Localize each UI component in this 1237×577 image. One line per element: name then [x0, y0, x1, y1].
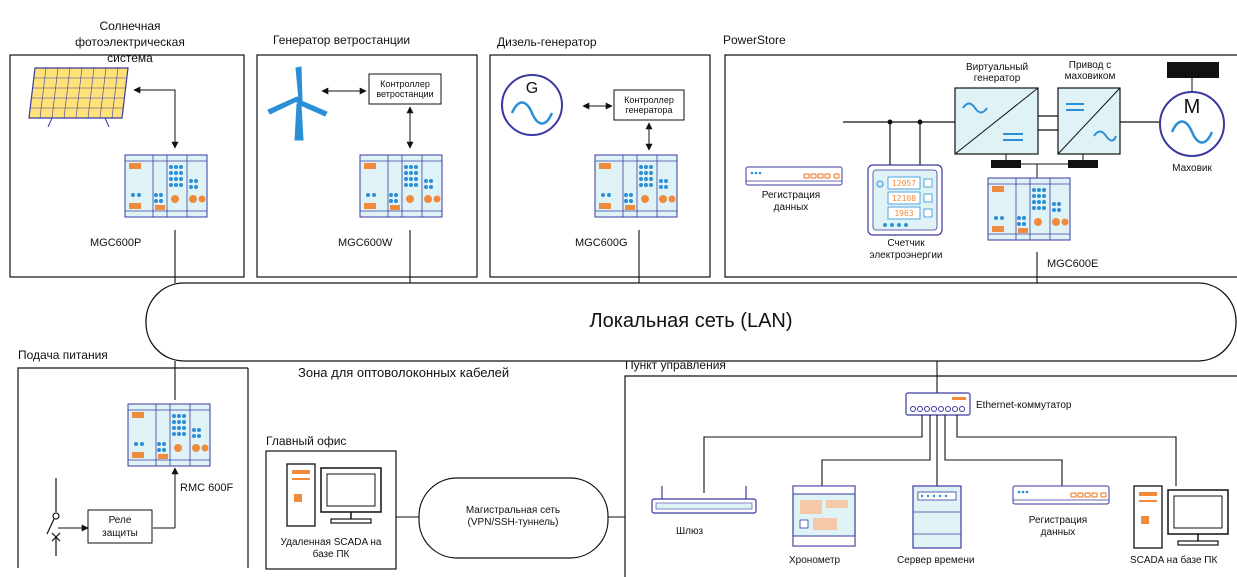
scada-label: SCADA на базе ПК — [1130, 555, 1218, 566]
wind-section-title: Генератор ветростанции — [273, 33, 411, 47]
control-point-section-title: Пункт управления — [625, 358, 726, 372]
mgc600p-controller-icon — [124, 154, 208, 218]
power-supply-section-title: Подача питания — [18, 348, 108, 362]
motor-symbol: M — [1183, 96, 1201, 118]
chronometer-icon — [792, 485, 856, 547]
relay-label: Реле защиты — [102, 515, 138, 539]
breaker-icon — [46, 478, 61, 556]
switch-links — [703, 415, 1177, 493]
diesel-frame — [489, 54, 711, 278]
mgc600g-controller-icon — [594, 154, 678, 218]
lan-label: Локальная сеть (LAN) — [589, 310, 793, 332]
gateway-label: Шлюз — [676, 526, 704, 537]
solar-frame — [9, 54, 245, 278]
backbone-network-cloud — [418, 477, 609, 559]
gen-controller-box — [613, 89, 685, 121]
remote-scada-label: Удаленная SCADA на базе ПК — [280, 537, 382, 560]
powerstore-section-title: PowerStore — [723, 33, 786, 47]
virtual-generator-icon — [954, 87, 1039, 155]
gateway-icon — [651, 486, 757, 514]
meter-value-1: 12057 — [892, 179, 916, 188]
rmc600f-label: RMC 600F — [180, 482, 234, 494]
rmc600f-controller-icon — [127, 403, 211, 467]
flywheel-sensor — [1167, 62, 1219, 78]
wind-controller-label: Контроллер ветростанции — [376, 79, 434, 99]
mgc600p-label: MGC600P — [90, 237, 142, 249]
main-office-frame — [265, 450, 397, 570]
wind-controller-box — [368, 73, 442, 105]
control-logging-label: Регистрация данных — [1028, 515, 1088, 538]
flywheel-drive-label: Привод с маховиком — [1064, 60, 1116, 82]
control-data-logger-icon — [1012, 485, 1110, 505]
diesel-section-title: Дизель-генератор — [497, 35, 597, 49]
powerstore-frame — [724, 54, 1237, 278]
backbone-label: Магистральная сеть (VPN/SSH-туннель) — [465, 505, 561, 528]
mgc600w-controller-icon — [359, 154, 443, 218]
switch-label: Ethernet-коммутатор — [976, 400, 1072, 411]
lan-cloud — [145, 282, 1237, 362]
generator-symbol: G — [525, 80, 539, 97]
fiber-zone-title: Зона для оптоволоконных кабелей — [298, 365, 510, 380]
virtual-gen-sensor — [991, 160, 1021, 168]
chronometer-label: Хронометр — [789, 555, 841, 566]
remote-scada-pc-icon — [286, 463, 382, 527]
mgc600g-label: MGC600G — [575, 237, 628, 249]
diesel-generator-icon — [501, 74, 563, 136]
flywheel-drive-icon — [1057, 87, 1121, 155]
time-server-label: Сервер времени — [897, 555, 975, 566]
wind-turbine-icon — [267, 66, 328, 141]
drive-sensor — [1068, 160, 1098, 168]
gen-controller-label: Контроллер генератора — [624, 95, 674, 115]
powerstore-data-logger-icon — [745, 166, 843, 186]
main-office-section-title: Главный офис — [266, 434, 347, 448]
wind-frame — [256, 54, 478, 278]
solar-section-title: Солнечная фотоэлектрическая система — [75, 19, 185, 65]
meter-value-2: 12108 — [892, 194, 916, 203]
energy-meter-label: Счетчик электроэнергии — [869, 238, 943, 261]
mgc600w-label: MGC600W — [338, 237, 393, 249]
meter-value-3: 1963 — [894, 209, 913, 218]
powerstore-logging-label: Регистрация данных — [761, 190, 821, 213]
protection-relay-box — [87, 509, 153, 544]
control-point-frame — [624, 375, 1237, 577]
solar-panel-icon — [28, 67, 129, 128]
time-server-icon — [912, 485, 962, 549]
scada-pc-icon — [1133, 485, 1229, 549]
energy-meter-icon — [867, 164, 943, 236]
mgc600e-label: MGC600E — [1047, 258, 1099, 270]
ethernet-switch-icon — [905, 392, 971, 416]
mgc600e-controller-icon — [987, 177, 1071, 241]
flywheel-motor-icon — [1159, 91, 1225, 157]
virtual-gen-label: Виртуальный генератор — [965, 62, 1029, 84]
flywheel-label: Маховик — [1172, 163, 1212, 174]
power-supply-frame — [17, 367, 248, 568]
